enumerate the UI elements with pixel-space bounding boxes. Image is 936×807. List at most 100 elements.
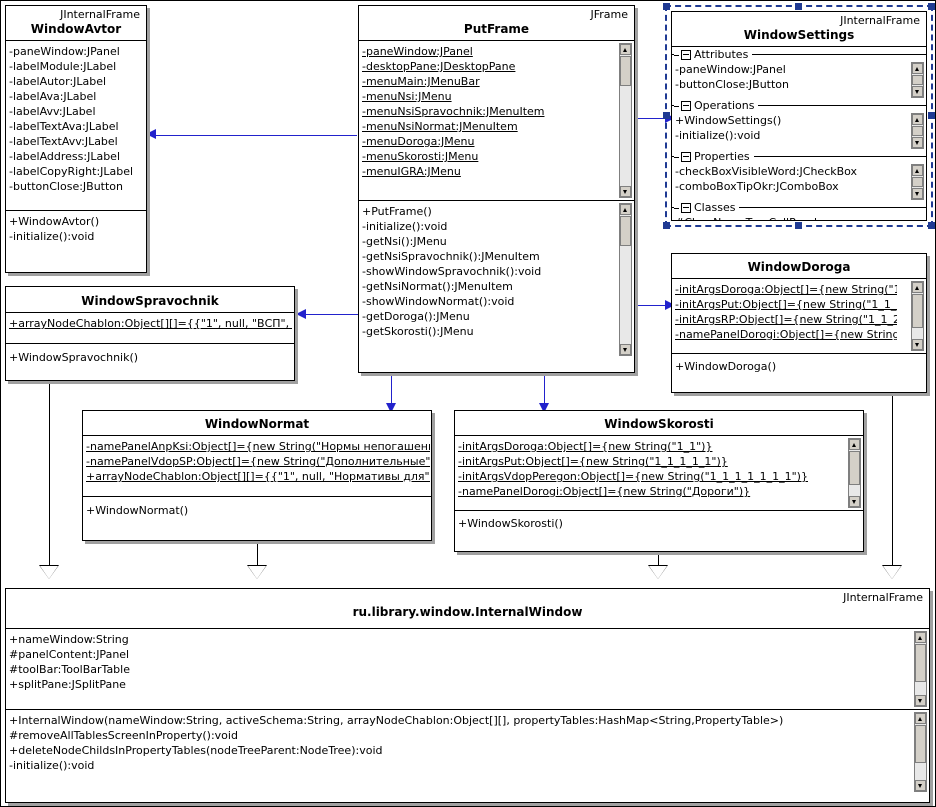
scroll-up-arrow-icon[interactable]: [912, 282, 923, 293]
operations-compartment: +WindowSpravochnik(): [6, 344, 294, 368]
scroll-down-arrow-icon[interactable]: [849, 496, 860, 507]
collapse-toggle-icon[interactable]: [681, 152, 691, 162]
attributes-scrollbar[interactable]: [619, 43, 632, 198]
attributes-scrollbar[interactable]: [911, 281, 924, 351]
operation-item: +WindowSpravochnik(): [9, 351, 139, 364]
scroll-down-arrow-icon[interactable]: [912, 188, 923, 199]
attribute-item: -labelAva:JLabel: [9, 90, 97, 103]
scroll-down-arrow-icon[interactable]: [620, 186, 631, 197]
class-box-window-settings[interactable]: JInternalFrame WindowSettings Attributes…: [671, 11, 927, 221]
attribute-item: #panelContent:JPanel: [9, 648, 130, 661]
section-header-operations[interactable]: Operations: [672, 98, 926, 113]
operation-item: +PutFrame(): [362, 205, 432, 218]
association-putframe-windowdoroga: [635, 305, 673, 306]
selection-handle-bottom-left[interactable]: [663, 222, 670, 229]
scroll-up-arrow-icon[interactable]: [912, 114, 923, 125]
selection-handle-bottom-center[interactable]: [795, 222, 802, 229]
scrollbar-thumb[interactable]: [620, 216, 631, 246]
class-name-label: WindowDoroga: [747, 260, 851, 274]
scroll-down-arrow-icon[interactable]: [915, 695, 926, 706]
attribute-item: -labelTextAvv:JLabel: [9, 135, 118, 148]
selection-handle-mid-left[interactable]: [663, 112, 670, 119]
selection-handle-top-center[interactable]: [795, 3, 802, 10]
scroll-up-arrow-icon[interactable]: [912, 165, 923, 176]
section-rule: [672, 207, 926, 208]
selection-handle-mid-right[interactable]: [928, 112, 935, 119]
scrollbar-thumb[interactable]: [912, 294, 923, 328]
arrowhead-windownormat: [386, 403, 396, 413]
attribute-item: -namePanelAnpKsi:Object[]={new String("Н…: [86, 440, 430, 453]
section-header-properties[interactable]: Properties: [672, 149, 926, 164]
operation-item: +WindowSkorosti(): [458, 517, 563, 530]
attribute-item: -initArgsDoroga:Object[]={new String("1_…: [458, 440, 713, 453]
association-putframe-windowspravochnik: [299, 314, 359, 315]
attribute-item: -buttonClose:JButton: [9, 180, 124, 193]
scrollbar-thumb[interactable]: [912, 75, 923, 85]
class-box-window-skorosti[interactable]: WindowSkorosti -initArgsDoroga:Object[]=…: [454, 410, 864, 552]
operations-scrollbar[interactable]: [911, 113, 924, 149]
scrollbar-thumb[interactable]: [912, 126, 923, 136]
collapse-toggle-icon[interactable]: [681, 203, 691, 213]
attributes-scrollbar[interactable]: [914, 631, 927, 707]
arrowhead-windowspravochnik: [296, 309, 306, 319]
operation-item: -initialize():void: [362, 220, 448, 233]
selection-handle-top-left[interactable]: [663, 3, 670, 10]
scroll-up-arrow-icon[interactable]: [915, 713, 926, 724]
attributes-scrollbar[interactable]: [848, 438, 861, 508]
scroll-up-arrow-icon[interactable]: [912, 63, 923, 74]
scrollbar-thumb[interactable]: [849, 451, 860, 485]
attributes-compartment: -initArgsDoroga:Object[]={new String("1_…: [455, 436, 863, 511]
scroll-down-arrow-icon[interactable]: [912, 137, 923, 148]
scroll-down-arrow-icon[interactable]: [912, 339, 923, 350]
class-box-window-spravochnik[interactable]: WindowSpravochnik +arrayNodeChablon:Obje…: [5, 286, 295, 381]
attribute-item: -menuNsiNormat:JMenuItem: [362, 120, 518, 133]
attributes-compartment: +nameWindow:String #panelContent:JPanel …: [6, 629, 929, 710]
operation-item: -getNsi():JMenu: [362, 235, 447, 248]
class-name-label: WindowSettings: [743, 28, 855, 42]
section-header-classes[interactable]: Classes: [672, 200, 926, 215]
scrollbar-thumb[interactable]: [915, 725, 926, 763]
class-name-label: ru.library.window.InternalWindow: [352, 605, 583, 619]
operation-item: +WindowAvtor(): [9, 215, 100, 228]
attribute-item: -menuSkorosti:JMenu: [362, 150, 479, 163]
class-name-label: WindowSkorosti: [604, 417, 714, 431]
attribute-item: -labelTextAva:JLabel: [9, 120, 119, 133]
class-box-window-avtor[interactable]: JInternalFrame WindowAvtor -paneWindow:J…: [5, 5, 147, 273]
scrollbar-thumb[interactable]: [912, 177, 923, 187]
operation-item: -getNsiSpravochnik():JMenuItem: [362, 250, 540, 263]
scrollbar-thumb[interactable]: [915, 644, 926, 682]
class-box-internal-window[interactable]: JInternalFrame ru.library.window.Interna…: [5, 588, 930, 803]
operations-compartment: +WindowNormat(): [83, 497, 431, 521]
section-header-attributes[interactable]: Attributes: [672, 47, 926, 62]
scroll-down-arrow-icon[interactable]: [620, 344, 631, 355]
scrollbar-thumb[interactable]: [620, 56, 631, 86]
section-dash: [674, 105, 679, 107]
arrowhead-windowavtor: [146, 129, 156, 139]
scroll-up-arrow-icon[interactable]: [915, 632, 926, 643]
properties-compartment: -checkBoxVisibleWord:JCheckBox -comboBox…: [672, 164, 926, 200]
operations-compartment: +WindowDoroga(): [672, 354, 926, 377]
scroll-up-arrow-icon[interactable]: [849, 439, 860, 450]
attribute-item: -initArgsPut:Object[]={new String("1_1_1…: [675, 298, 897, 311]
scroll-down-arrow-icon[interactable]: [915, 780, 926, 791]
selection-handle-top-right[interactable]: [928, 3, 935, 10]
class-box-window-normat[interactable]: WindowNormat -namePanelAnpKsi:Object[]={…: [82, 410, 432, 541]
attribute-item: -desktopPane:JDesktopPane: [362, 60, 516, 73]
stereotype-label: JInternalFrame: [840, 14, 920, 27]
attribute-item: -namePanelDorogi:Object[]={new String("Д…: [675, 328, 897, 341]
collapse-toggle-icon[interactable]: [681, 50, 691, 60]
operations-scrollbar[interactable]: [914, 712, 927, 792]
class-box-put-frame[interactable]: JFrame PutFrame -paneWindow:JPanel -desk…: [358, 5, 635, 373]
scroll-up-arrow-icon[interactable]: [620, 204, 631, 215]
stereotype-label: JInternalFrame: [843, 591, 923, 604]
selection-handle-bottom-right[interactable]: [928, 222, 935, 229]
properties-scrollbar[interactable]: [911, 164, 924, 200]
attribute-item: -paneWindow:JPanel: [675, 63, 786, 76]
class-box-window-doroga[interactable]: WindowDoroga -initArgsDoroga:Object[]={n…: [671, 253, 927, 393]
scroll-up-arrow-icon[interactable]: [620, 44, 631, 55]
operations-scrollbar[interactable]: [619, 203, 632, 356]
scroll-down-arrow-icon[interactable]: [912, 86, 923, 97]
attributes-scrollbar[interactable]: [911, 62, 924, 98]
collapse-toggle-icon[interactable]: [681, 101, 691, 111]
